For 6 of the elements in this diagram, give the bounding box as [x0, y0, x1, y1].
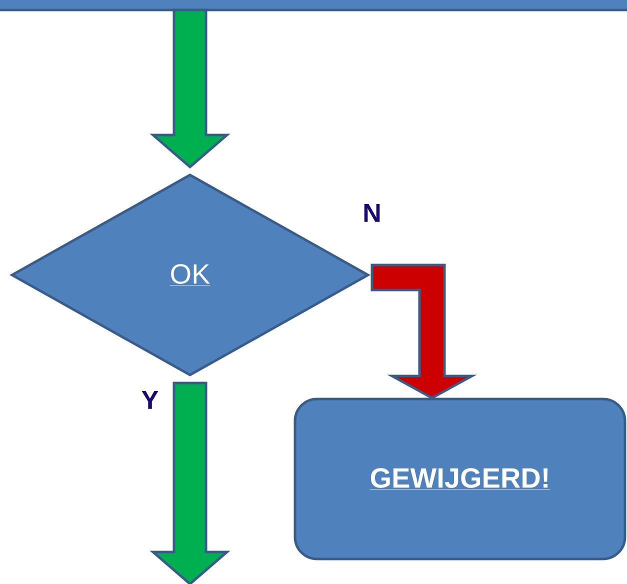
block-arrow — [150, 8, 230, 169]
edge-label: Y — [142, 391, 158, 409]
process-box: GEWIJGERD! — [294, 398, 626, 560]
banner-bar — [0, 0, 627, 12]
block-arrow — [150, 382, 230, 584]
block-arrow — [370, 264, 477, 400]
